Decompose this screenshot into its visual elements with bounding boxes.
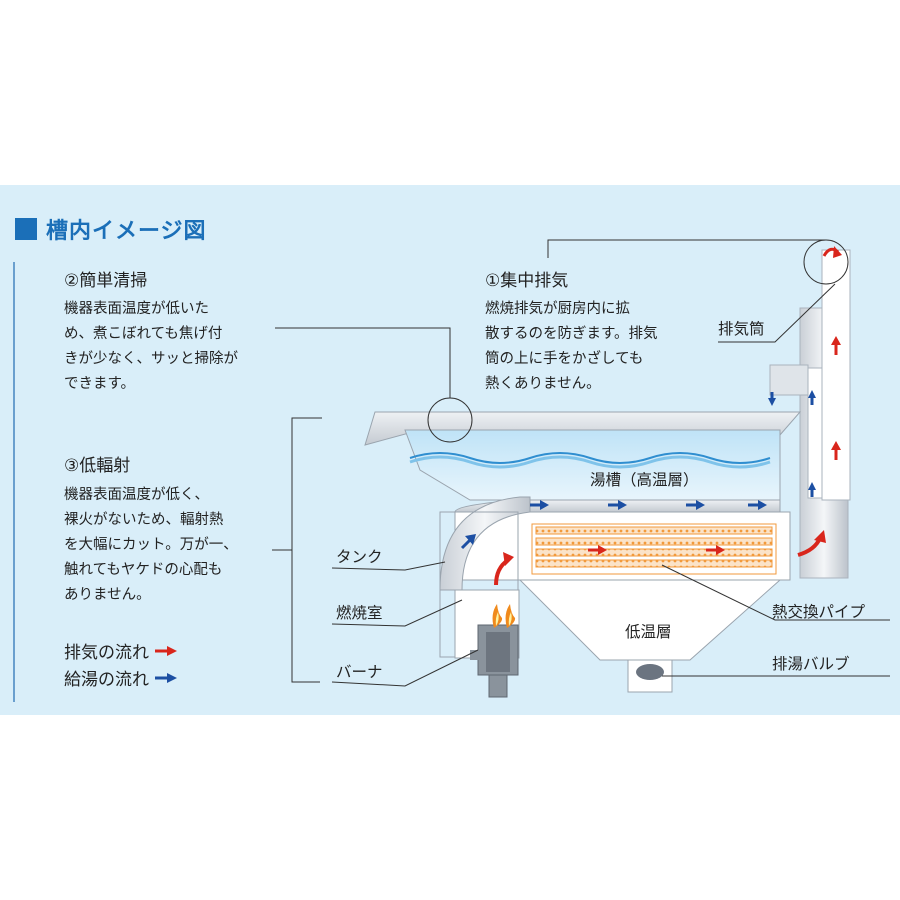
callout-lines [272,239,890,687]
legend-water: 給湯の流れ [64,665,179,690]
label-burner: バーナ [336,663,383,681]
red-arrow-icon [155,645,177,656]
text-line: 機器表面温度が低く、 [64,487,209,503]
text-line: 裸火がないため、輻射熱 [64,512,224,528]
legend-water-label: 給湯の流れ [64,670,149,690]
label-combustion-chamber: 燃焼室 [336,604,383,622]
label-tank: タンク [336,548,383,566]
text-line: 機器表面温度が低いた [64,301,209,317]
feature-easy-clean-heading: ②簡単清掃 [64,271,148,291]
feature-exhaust-heading: ①集中排気 [485,271,569,291]
water-flow-arrows [460,390,816,550]
feature-low-radiation-text: 機器表面温度が低く、 裸火がないため、輻射熱 を大幅にカット。万が一、 触れても… [64,483,238,608]
text-line: 筒の上に手をかざしても [485,351,644,367]
text-line: 散するのを防ぎます。排気 [485,326,658,342]
legend-exhaust-label: 排気の流れ [64,643,149,663]
burner [470,604,519,698]
text-line: できます。 [64,376,136,392]
label-low-layer: 低温層 [625,623,672,641]
vat-frame [364,411,802,501]
page-title: 槽内イメージ図 [46,219,207,244]
left-accent-bar [13,262,15,702]
feature-low-radiation-heading: ③低輻射 [64,456,131,476]
label-heat-exchange-pipe: 熱交換パイプ [772,603,866,621]
text-line: を大幅にカット。万が一、 [64,537,238,553]
blue-arrow-icon [155,672,177,683]
feature-exhaust-text: 燃焼排気が厨房内に拡 散するのを防ぎます。排気 筒の上に手をかざしても 熱くあり… [485,297,658,397]
feature-easy-clean-text: 機器表面温度が低いた め、煮こぼれても焦げ付 きが少なく、サッと掃除が できます… [64,297,238,397]
text-line: きが少なく、サッと掃除が [64,351,238,367]
legend-exhaust: 排気の流れ [64,638,179,663]
text-line: 熱くありません。 [485,376,601,392]
text-line: 燃焼排気が厨房内に拡 [485,301,630,317]
exhaust-flow-arrows [494,246,842,586]
label-hot-layer: 湯槽（高温層） [590,471,699,489]
exhaust-stack [769,249,851,579]
label-drain-valve: 排湯バルブ [772,655,850,673]
text-line: ありません。 [64,587,151,603]
label-exhaust-stack: 排気筒 [718,320,765,338]
text-line: め、煮こぼれても焦げ付 [64,326,223,342]
text-line: 触れてもヤケドの心配も [64,562,223,578]
title-marker [15,218,37,240]
heat-exchange-pipes [531,523,777,575]
